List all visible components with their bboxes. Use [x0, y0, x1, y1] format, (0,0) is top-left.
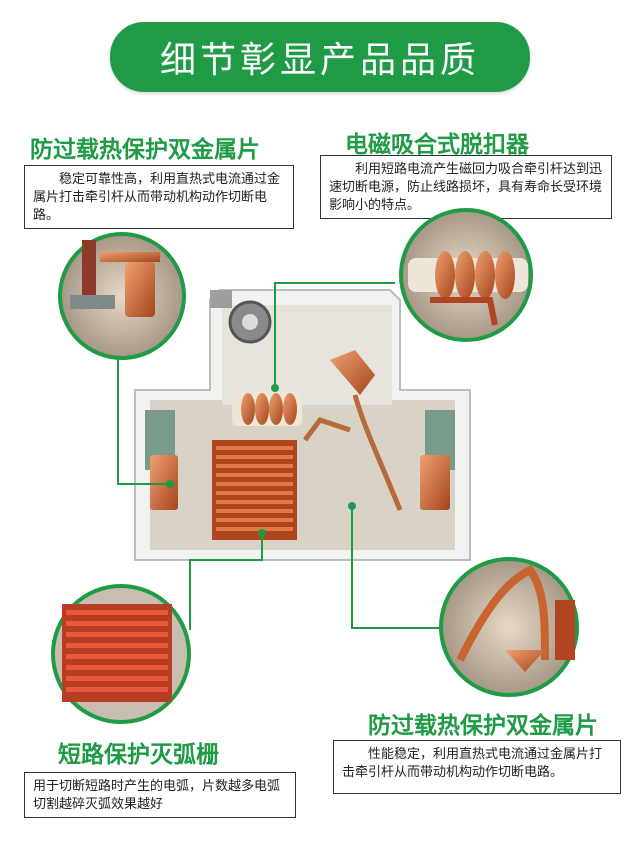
- bimetal-top-title: 防过载热保护双金属片: [30, 137, 260, 163]
- breaker-housing: [134, 289, 471, 561]
- callout-lines: [117, 282, 440, 630]
- detail-arc-chute: [51, 584, 191, 724]
- detail-bimetal-top: [58, 232, 186, 360]
- page-banner: 细节彰显产品品质: [110, 22, 530, 92]
- bimetal-top-desc: 稳定可靠性高，利用直热式电流通过金属片打击牵引杆从而带动机构动作切断电路。: [24, 165, 294, 229]
- callout-dots: [166, 384, 356, 537]
- magnetic-coil: [232, 392, 302, 426]
- magnetic-trip-title: 电磁吸合式脱扣器: [345, 132, 529, 158]
- arc-chute-plates: [212, 440, 297, 540]
- detail-coil: [399, 208, 533, 342]
- detail-bimetal-bottom: [439, 557, 579, 697]
- bimetal-bottom-title: 防过载热保护双金属片: [368, 713, 598, 739]
- breaker-terminals: [145, 350, 455, 511]
- arc-chute-desc: 用于切断短路时产生的电弧，片数越多电弧切割越碎灭弧效果越好: [24, 772, 296, 818]
- arc-chute-title: 短路保护灭弧栅: [58, 742, 219, 768]
- bimetal-bottom-desc: 性能稳定，利用直热式电流通过金属片打击牵引杆从而带动机构动作切断电路。: [333, 740, 621, 794]
